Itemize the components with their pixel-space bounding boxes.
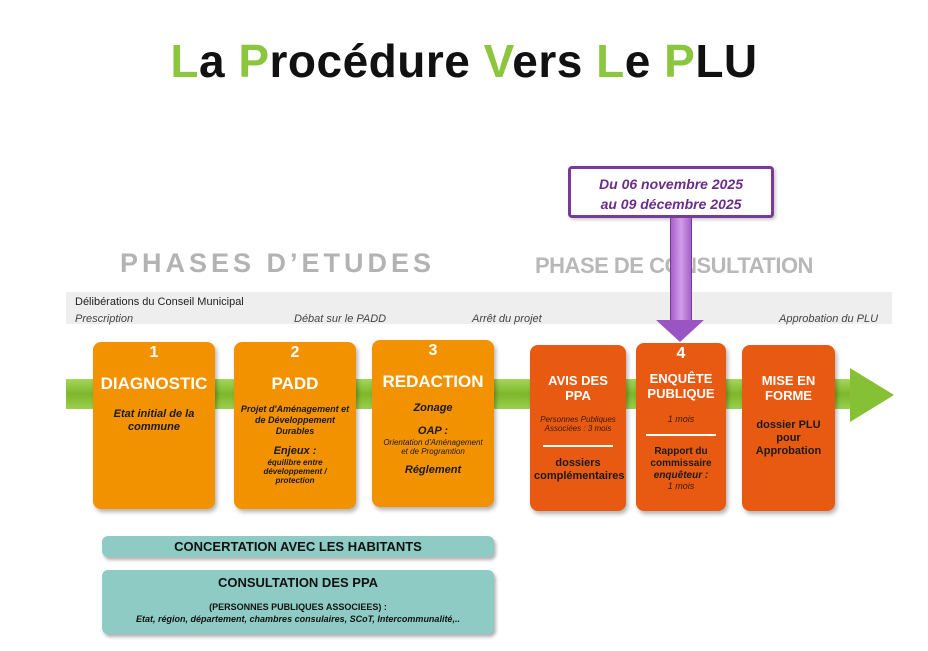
step-title: REDACTION	[382, 372, 484, 391]
title-text: e	[624, 35, 665, 87]
step-number: 4	[676, 345, 686, 362]
step-mise-en-forme: MISE EN FORME dossier PLU pour Approbati…	[742, 345, 835, 511]
title-text: ers	[512, 35, 597, 87]
step-padd: 2 PADD Projet d'Aménagement et de Dévelo…	[234, 342, 356, 509]
step-text: Rapport du commissaire	[650, 446, 712, 469]
step-number: 2	[290, 344, 300, 361]
consultation-subtitle: (PERSONNES PUBLIQUES ASSOCIEES) :	[209, 602, 387, 612]
title-letter: L	[596, 35, 625, 87]
title-letter: P	[664, 35, 696, 87]
title-letter: L	[170, 35, 199, 87]
step-number: 3	[428, 342, 438, 359]
callout-arrow-shaft	[670, 218, 692, 322]
page-title: La Procédure Vers Le PLU	[0, 34, 928, 88]
timeline-arrow-head-icon	[850, 368, 894, 422]
oap-label: OAP :	[417, 425, 449, 437]
step-text: Projet d'Aménagement et de Développement…	[240, 404, 350, 436]
title-letter: P	[238, 35, 270, 87]
step-number: 1	[149, 344, 159, 361]
step-enquete-publique: 4 ENQUÊTE PUBLIQUE 1 mois Rapport du com…	[636, 343, 726, 511]
deliberations-title: Délibérations du Conseil Municipal	[75, 296, 244, 308]
enjeux-text: équilibre entre développement / protecti…	[263, 458, 327, 485]
reglement-text: Réglement	[404, 464, 462, 476]
milestone-prescription: Prescription	[75, 313, 134, 325]
step-text-italic: enquêteur :	[653, 470, 709, 481]
step-title: ENQUÊTE PUBLIQUE	[647, 371, 715, 401]
title-text: LU	[695, 35, 758, 87]
zonage-text: Zonage	[413, 402, 453, 414]
step-title: DIAGNOSTIC	[100, 374, 208, 393]
concertation-bar: CONCERTATION AVEC LES HABITANTS	[102, 536, 494, 557]
date-callout: Du 06 novembre 2025 au 09 décembre 2025	[568, 166, 774, 218]
step-text: dossiers complémentaires	[534, 457, 625, 482]
divider	[646, 434, 716, 436]
divider	[543, 445, 613, 447]
consultation-ppa-box: CONSULTATION DES PPA (PERSONNES PUBLIQUE…	[102, 570, 494, 634]
callout-arrow-head-icon	[656, 320, 704, 342]
milestone-approbation: Approbation du PLU	[779, 313, 879, 325]
consultation-list: Etat, région, département, chambres cons…	[136, 614, 460, 624]
title-letter: V	[483, 35, 513, 87]
deliberations-band	[66, 292, 892, 324]
phase-etudes-heading: PHASES D’ETUDES	[120, 248, 436, 278]
step-title: AVIS DES PPA	[548, 373, 608, 403]
enjeux-label: Enjeux :	[273, 445, 317, 457]
date-start: Du 06 novembre 2025	[599, 176, 743, 192]
step-text: dossier PLU pour Approbation	[755, 419, 822, 457]
step-diagnostic: 1 DIAGNOSTIC Etat initial de la commune	[93, 342, 215, 509]
consultation-title: CONSULTATION DES PPA	[217, 575, 379, 590]
step-text-duration: 1 mois	[667, 481, 695, 491]
avis-detail: Personnes Publiques Associées : 3 mois	[540, 415, 616, 433]
enquete-duration: 1 mois	[667, 414, 695, 424]
step-title: PADD	[271, 374, 319, 393]
title-text: rocédure	[269, 35, 484, 87]
milestone-debat-padd: Débat sur le PADD	[294, 313, 387, 325]
title-text: a	[198, 35, 239, 87]
step-avis-ppa: AVIS DES PPA Personnes Publiques Associé…	[530, 345, 626, 511]
step-redaction: 3 REDACTION Zonage OAP : Orientation d'A…	[372, 340, 494, 507]
step-title: MISE EN FORME	[761, 373, 816, 403]
date-end: au 09 décembre 2025	[600, 196, 742, 212]
step-text: Etat initial de la commune	[113, 408, 195, 433]
oap-text: Orientation d'Aménagement et de Programt…	[383, 438, 483, 456]
milestone-arret-projet: Arrêt du projet	[472, 313, 542, 325]
